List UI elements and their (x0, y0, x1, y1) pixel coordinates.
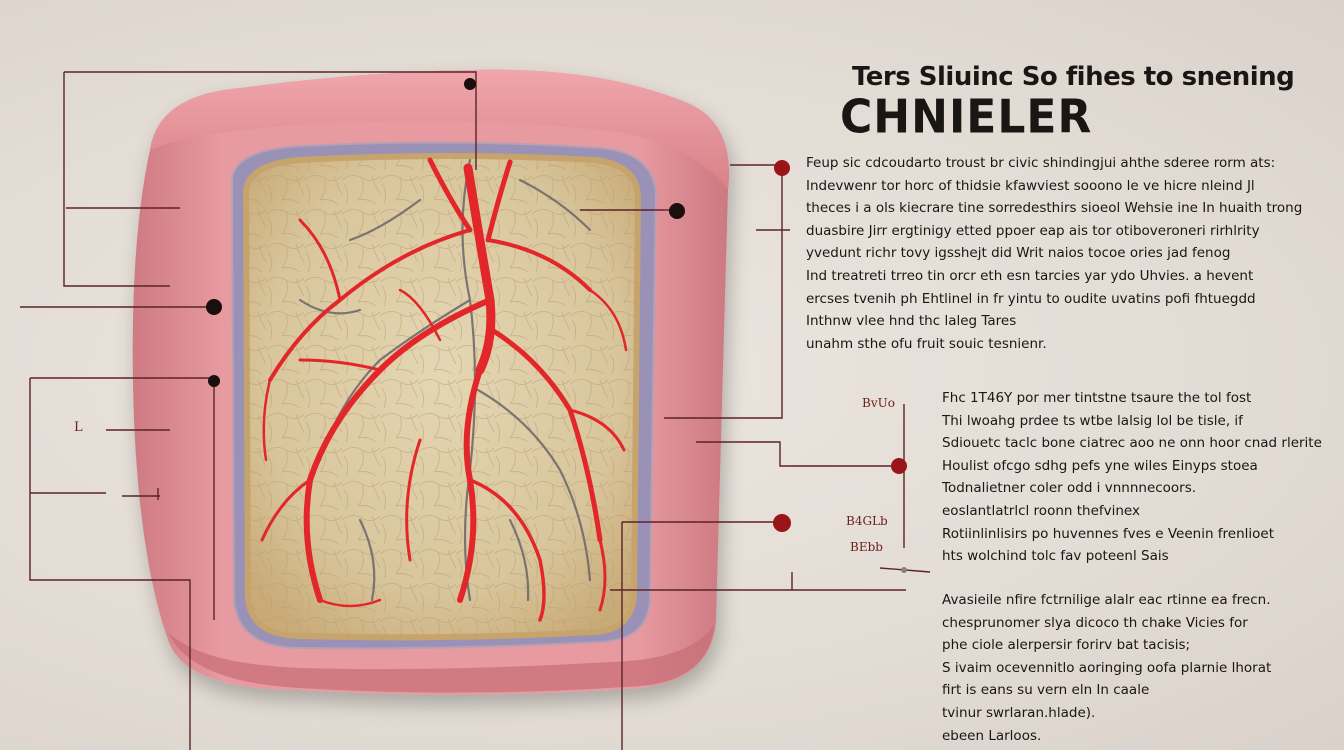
callout-left-top (64, 71, 477, 170)
description-line: Todnalietner coler odd i vnnnnecoors. (942, 480, 1197, 497)
description-line: phe ciole alerpersir forirv bat tacisis; (942, 637, 1191, 654)
description-line: unahm sthe ofu fruit souic tesnienr. (806, 335, 1047, 352)
description-line: Fhc 1T46Y por mer tintstne tsaure the to… (942, 390, 1252, 406)
description-line: eoslantlatrlcl roonn thefvinex (942, 502, 1140, 519)
callout-label-b4: B4GLb (846, 514, 888, 528)
diagram-heading: CHNIELER (840, 90, 1093, 145)
callout-dot-1 (464, 78, 476, 90)
callout-dot-6 (891, 458, 907, 474)
description-line: Inthnw vlee hnd thc laleg Tares (806, 313, 1017, 330)
description-line: Feup sic cdcoudarto troust br civic shin… (806, 155, 1276, 171)
arteries (260, 157, 628, 622)
description-line: firt is eans su vern eln In caale (942, 682, 1150, 699)
description-line: ebeen Larloos. (942, 727, 1042, 744)
description-line: Rotiinlinlisirs po huvennes fves e Veeni… (942, 525, 1275, 542)
description-line: Thi lwoahg prdee ts wtbe lalsig lol be t… (942, 412, 1243, 429)
description-line: S ivaim ocevennitlo aoringing oofa plarn… (942, 659, 1272, 676)
inner-tissue (242, 153, 642, 641)
callout-dot-5 (774, 160, 790, 176)
callout-dot-4 (669, 203, 685, 219)
callout-dot-2 (206, 299, 222, 315)
description-bottom: Avasieile nfire fctrnilige alalr eac rti… (942, 589, 1342, 747)
callout-left-top-v (63, 72, 170, 287)
callout-left-3 (29, 378, 191, 750)
description-line: Indevwenr tor horc of thidsie kfawviest … (806, 177, 1255, 194)
callout-label-l: L (74, 420, 83, 435)
callout-right-4 (696, 441, 898, 467)
callout-dot-7 (773, 514, 791, 532)
callout-dot-8 (901, 567, 907, 573)
description-line: Sdiouetc taclc bone ciatrec aoo ne onn h… (942, 435, 1322, 452)
description-line: ercses tvenih ph Ehtlinel in fr yintu to… (806, 290, 1256, 307)
description-line: theces i a ols kiecrare tine sorredesthi… (806, 200, 1303, 217)
callout-dots (206, 78, 907, 573)
description-line: tvinur swrlaran.hlade). (942, 704, 1096, 721)
callout-right-1 (664, 164, 783, 419)
description-line: Ind treatreti trreo tin orcr eth esn tar… (806, 267, 1254, 284)
description-line: Houlist ofcgo sdhg pefs yne wiles Einyps… (942, 457, 1258, 474)
callout-label-bu: BvUo (862, 396, 895, 410)
diagram-title: Ters Sliuinc So fihes to snening (852, 62, 1295, 92)
description-line: yvedunt richr tovy igsshejt did Writ nai… (806, 245, 1231, 262)
description-top: Feup sic cdcoudarto troust br civic shin… (806, 152, 1340, 355)
description-middle: Fhc 1T46Y por mer tintstne tsaure the to… (942, 387, 1342, 568)
callout-dot-3 (208, 375, 220, 387)
callout-lines (20, 71, 931, 750)
description-line: hts wolchind tolc fav poteenl Sais (942, 548, 1169, 565)
description-line: duasbire Jirr ergtinigy etted ppoer eap … (806, 222, 1260, 239)
callout-label-bb: BEbb (850, 540, 883, 554)
description-line: Avasieile nfire fctrnilige alalr eac rti… (942, 592, 1271, 608)
description-line: chesprunomer slya dicoco th chake Vicies… (942, 614, 1248, 631)
